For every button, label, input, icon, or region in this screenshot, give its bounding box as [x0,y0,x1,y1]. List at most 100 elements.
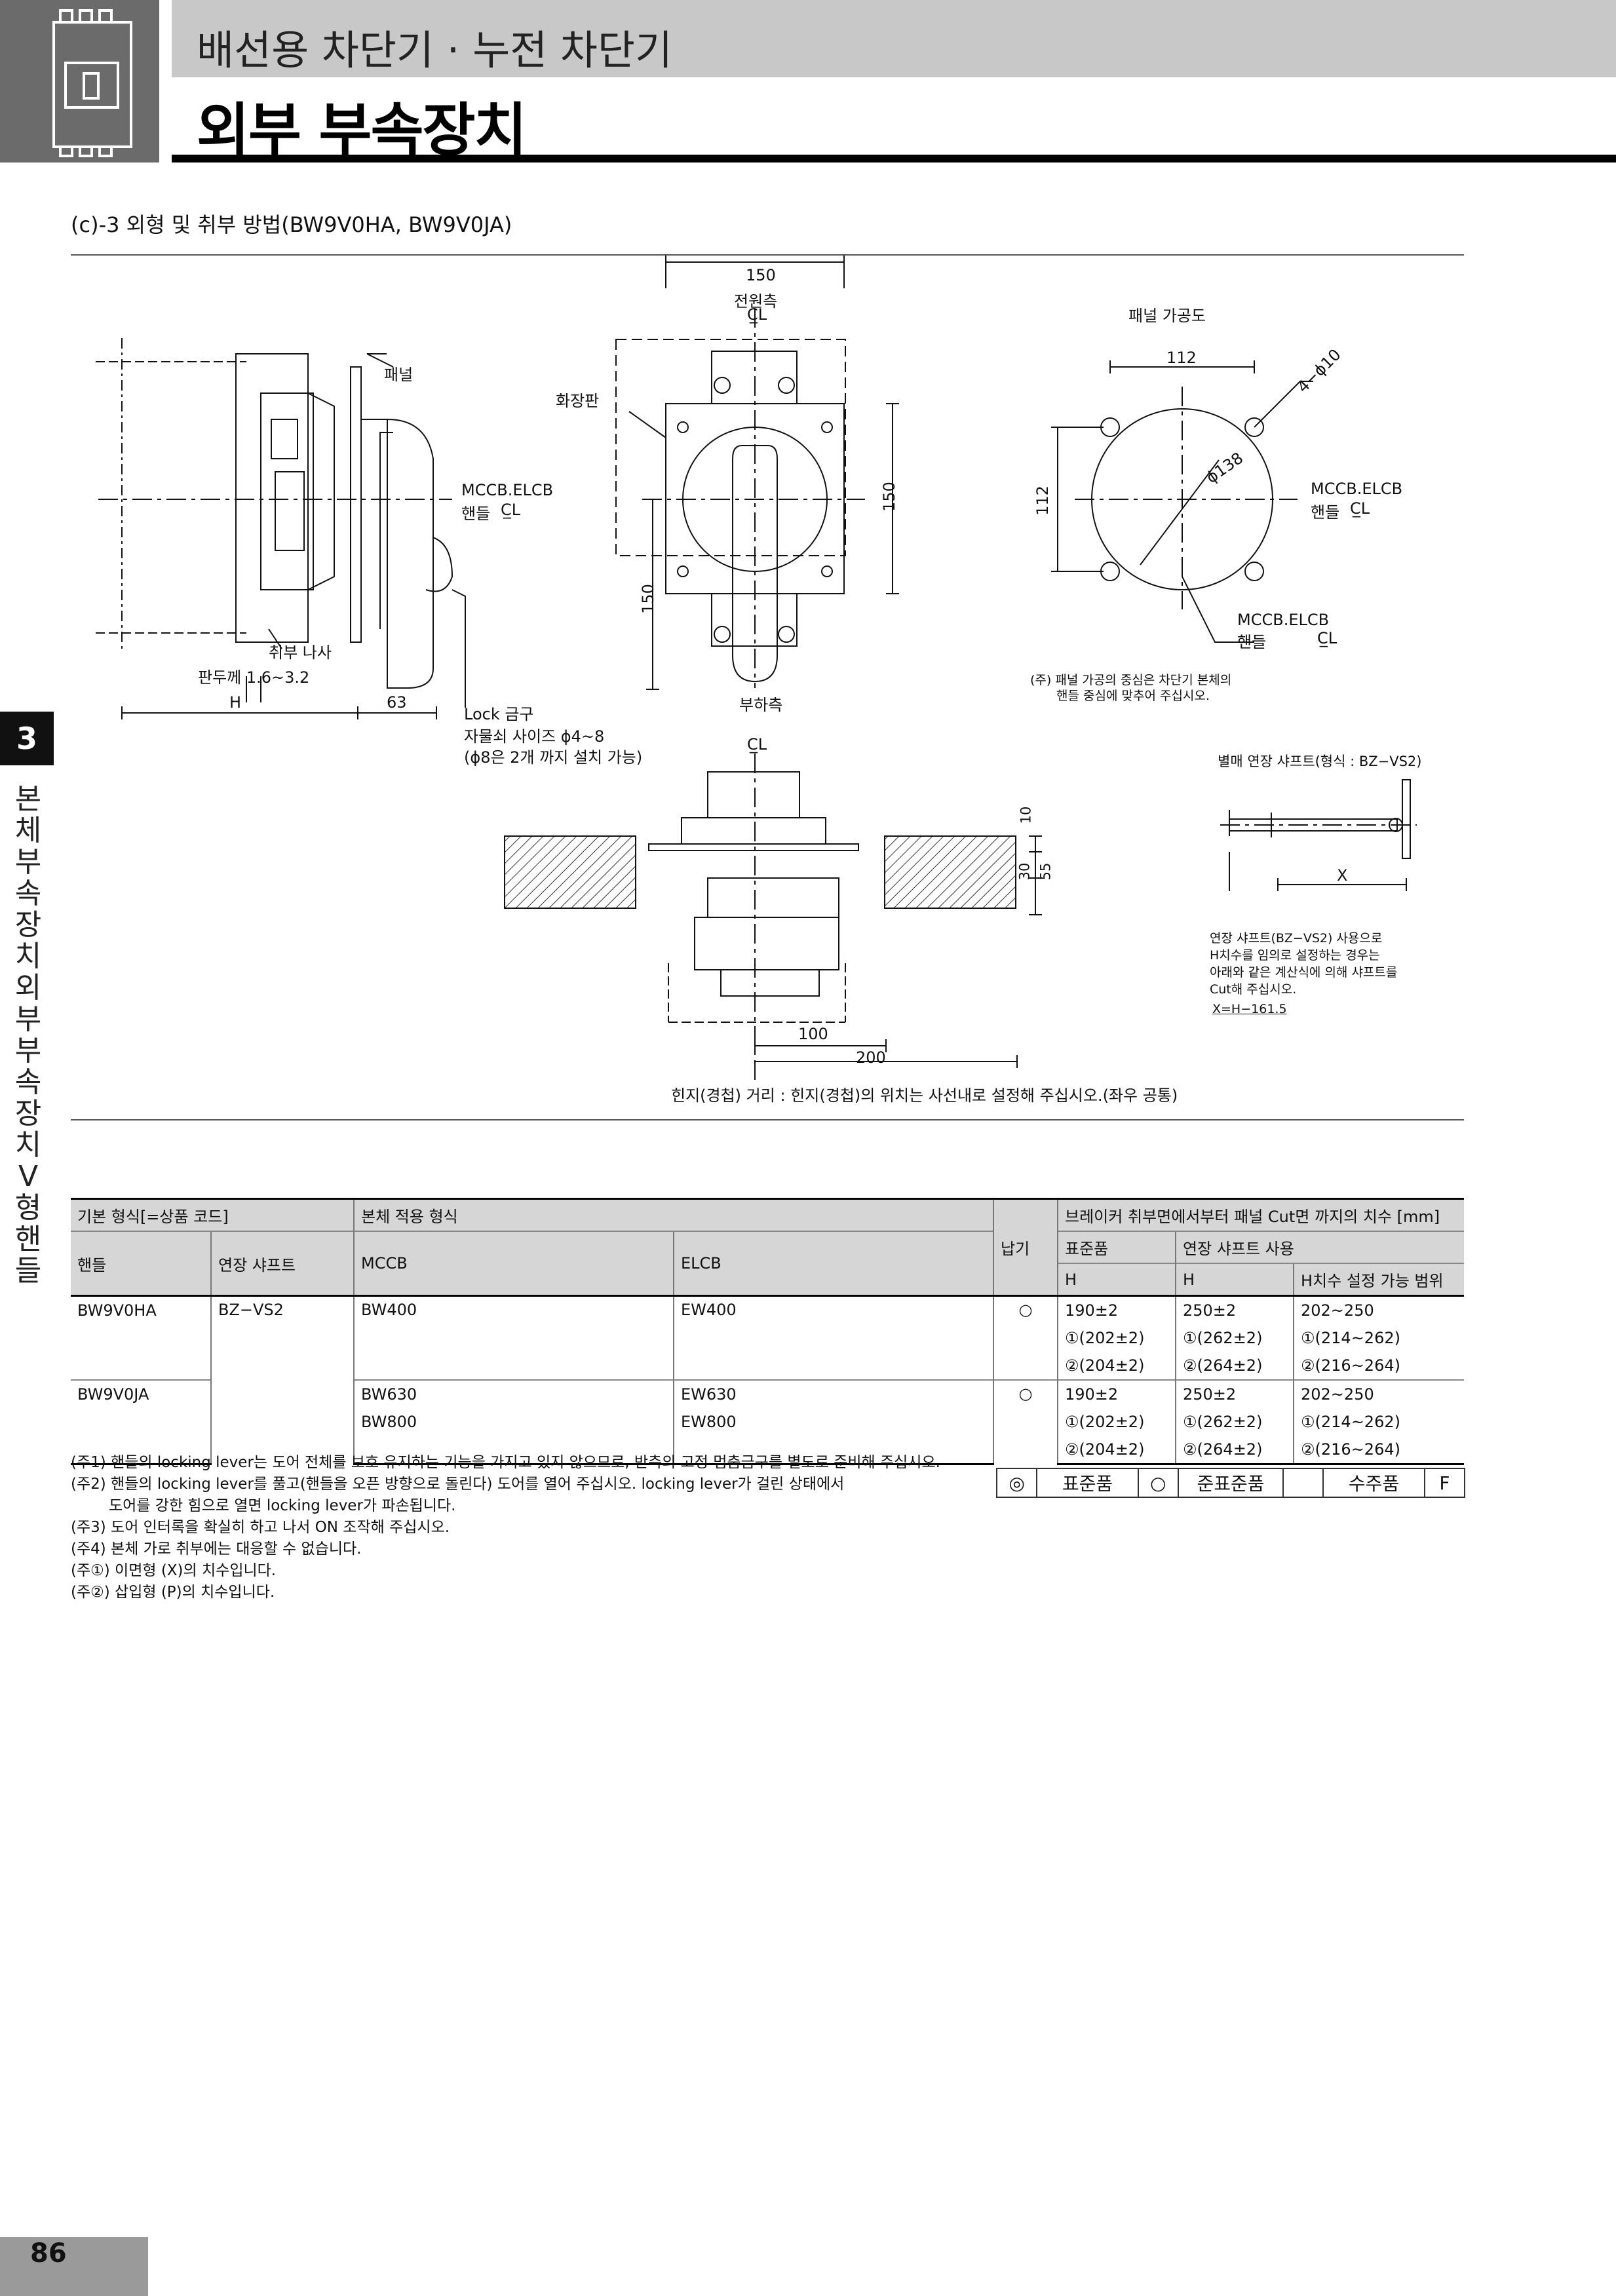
header-icon-box [0,0,159,163]
table-cell: ○ [993,1379,1058,1464]
th-dims: 브레이커 취부면에서부터 패널 Cut면 까지의 치수 [mm] [1057,1198,1464,1231]
dim-150-top-label: 150 [746,266,776,284]
panel-axis-label-2: 핸들 [1311,503,1340,522]
legend-symbol-f: F [1439,1472,1450,1494]
cl-mark: C̲L [501,501,521,519]
handle-axis-label-2: 핸들 [461,505,491,523]
table-cell: BW400 [353,1295,674,1380]
load-side-label: 부하측 [739,696,783,714]
table-cell: BW9V0JA [71,1379,211,1408]
note-line: 도어를 강한 힘으로 열면 locking lever가 파손됩니다. [109,1497,456,1514]
dim-100-label: 100 [798,1025,828,1043]
panel-note-1: (주) 패널 가공의 중심은 차단기 본체의 [1030,673,1232,687]
table-cell: BZ−VS2 [210,1295,354,1464]
page-number: 86 [30,2238,67,2268]
page-title: 외부 부속장치 [197,96,527,164]
panel-cut-view [1051,360,1313,643]
legend-symbol-order [1284,1469,1324,1497]
table-cell: 250±2 [1175,1379,1294,1408]
hinge-view [504,754,1042,1081]
dim-55-label: 55 [1037,862,1054,881]
page-number-box [0,2237,148,2296]
note-line: (주②) 삽입형 (P)의 치수입니다. [71,1584,275,1601]
table-cell: ①(262±2) [1175,1324,1294,1352]
table-cell: ②(264±2) [1175,1352,1294,1380]
note-line: (주3) 도어 인터록을 확실히 하고 나서 ON 조작해 주십시오. [71,1519,450,1536]
front-view [615,256,899,690]
note-line: (주2) 핸들의 locking lever를 풀고(핸들을 오픈 방향으로 돌… [71,1476,845,1493]
th-range: H치수 설정 가능 범위 [1293,1263,1464,1296]
lock-label: Lock 금구 [464,705,534,723]
hinge-caption: 힌지(경첩) 거리 : 힌지(경첩)의 위치는 사선내로 설정해 주십시오.(좌… [671,1086,1178,1105]
legend-label-semi: 준표준품 [1179,1469,1284,1497]
delivery-legend: ◎ 표준품 ○ 준표준품 수주품 F [996,1468,1465,1498]
table-cell: ②(216~264) [1293,1436,1464,1465]
chapter-tab: 3 [0,712,54,765]
mount-screw-label: 취부 나사 [269,643,332,662]
th-h2: H [1175,1263,1294,1296]
section-divider [71,254,1464,256]
spec-table: 기본 형식[=상품 코드] 본체 적용 형식 납기 브레이커 취부면에서부터 패… [71,1198,1464,1465]
dim-63-label: 63 [387,693,407,712]
table-cell: 202~250 [1293,1379,1464,1408]
table-cell: ②(264±2) [1175,1436,1294,1465]
side-section-label: 본체 부속장치 외부 부속장치 V형 핸들 [14,782,42,1288]
table-cell: ○ [993,1295,1058,1380]
extension-shaft-view [1220,779,1417,891]
source-side-label: 전원측 [734,292,778,311]
table-cell: ①(202±2) [1057,1408,1176,1436]
handle-axis-label: MCCB.ELCB [461,481,554,499]
section-title: (c)-3 외형 및 취부 방법(BW9V0HA, BW9V0JA) [71,212,512,237]
table-cell: ②(216~264) [1293,1352,1464,1380]
th-h1: H [1057,1263,1176,1296]
table-cell: ②(204±2) [1057,1352,1176,1380]
th-elcb: ELCB [673,1231,993,1296]
escutcheon-label: 화장판 [556,392,600,410]
table-cell [71,1352,211,1380]
panel-label: 패널 [384,366,414,384]
table-cell: BW800 [353,1408,674,1436]
th-basic: 기본 형식[=상품 코드] [71,1198,354,1231]
table-cell: ①(214~262) [1293,1324,1464,1352]
panel-axis-label-3: MCCB.ELCB [1237,611,1330,629]
dim-150-right-label: 150 [879,482,898,512]
table-cell: EW630 [673,1379,993,1408]
table-cell [353,1436,674,1465]
table-cell: 190±2 [1057,1295,1176,1324]
dim-200-label: 200 [856,1048,886,1067]
outline-drawing [96,256,1417,1081]
dim-30-label: 30 [1016,862,1033,881]
cl-mark-hinge: C̲L [747,735,767,754]
breaker-icon [52,9,132,157]
note-line: (주1) 핸들의 locking lever는 도어 전체를 보호 유지하는 기… [71,1454,940,1471]
dim-112-left-label: 112 [1033,486,1052,516]
th-handle: 핸들 [71,1231,211,1296]
drawing-divider [71,1119,1464,1120]
table-cell: 250±2 [1175,1295,1294,1324]
table-cell [673,1436,993,1465]
dim-10-label: 10 [1018,806,1034,824]
dim-150-left-label: 150 [638,584,657,614]
table-cell: 190±2 [1057,1379,1176,1408]
dim-h-label: H [229,693,242,712]
panel-axis-label-4: 핸들 [1237,633,1267,651]
shaft-formula: X=H−161.5 [1212,1002,1287,1016]
shaft-title: 별매 연장 샤프트(형식 : BZ−VS2) [1218,754,1422,769]
legend-label-order: 수주품 [1324,1469,1425,1497]
table-cell [71,1324,211,1352]
legend-symbol-standard: ◎ [997,1469,1038,1497]
table-cell [71,1408,211,1436]
shaft-note-2: H치수를 임의로 설정하는 경우는 [1210,948,1380,963]
th-delivery: 납기 [993,1198,1058,1296]
table-cell: ①(262±2) [1175,1408,1294,1436]
shaft-dim-x: X [1337,866,1348,885]
shaft-note-3: 아래와 같은 계산식에 의해 샤프트를 [1210,965,1398,980]
table-cell: 202~250 [1293,1295,1464,1324]
notes: (주1) 핸들의 locking lever는 도어 전체를 보호 유지하는 기… [71,1452,940,1603]
panel-cut-title: 패널 가공도 [1128,307,1206,325]
table-cell: ②(204±2) [1057,1436,1176,1465]
table-cell [71,1436,211,1465]
th-body: 본체 적용 형식 [353,1198,993,1231]
table-cell: ①(214~262) [1293,1408,1464,1436]
legend-symbol-semi: ○ [1139,1469,1179,1497]
